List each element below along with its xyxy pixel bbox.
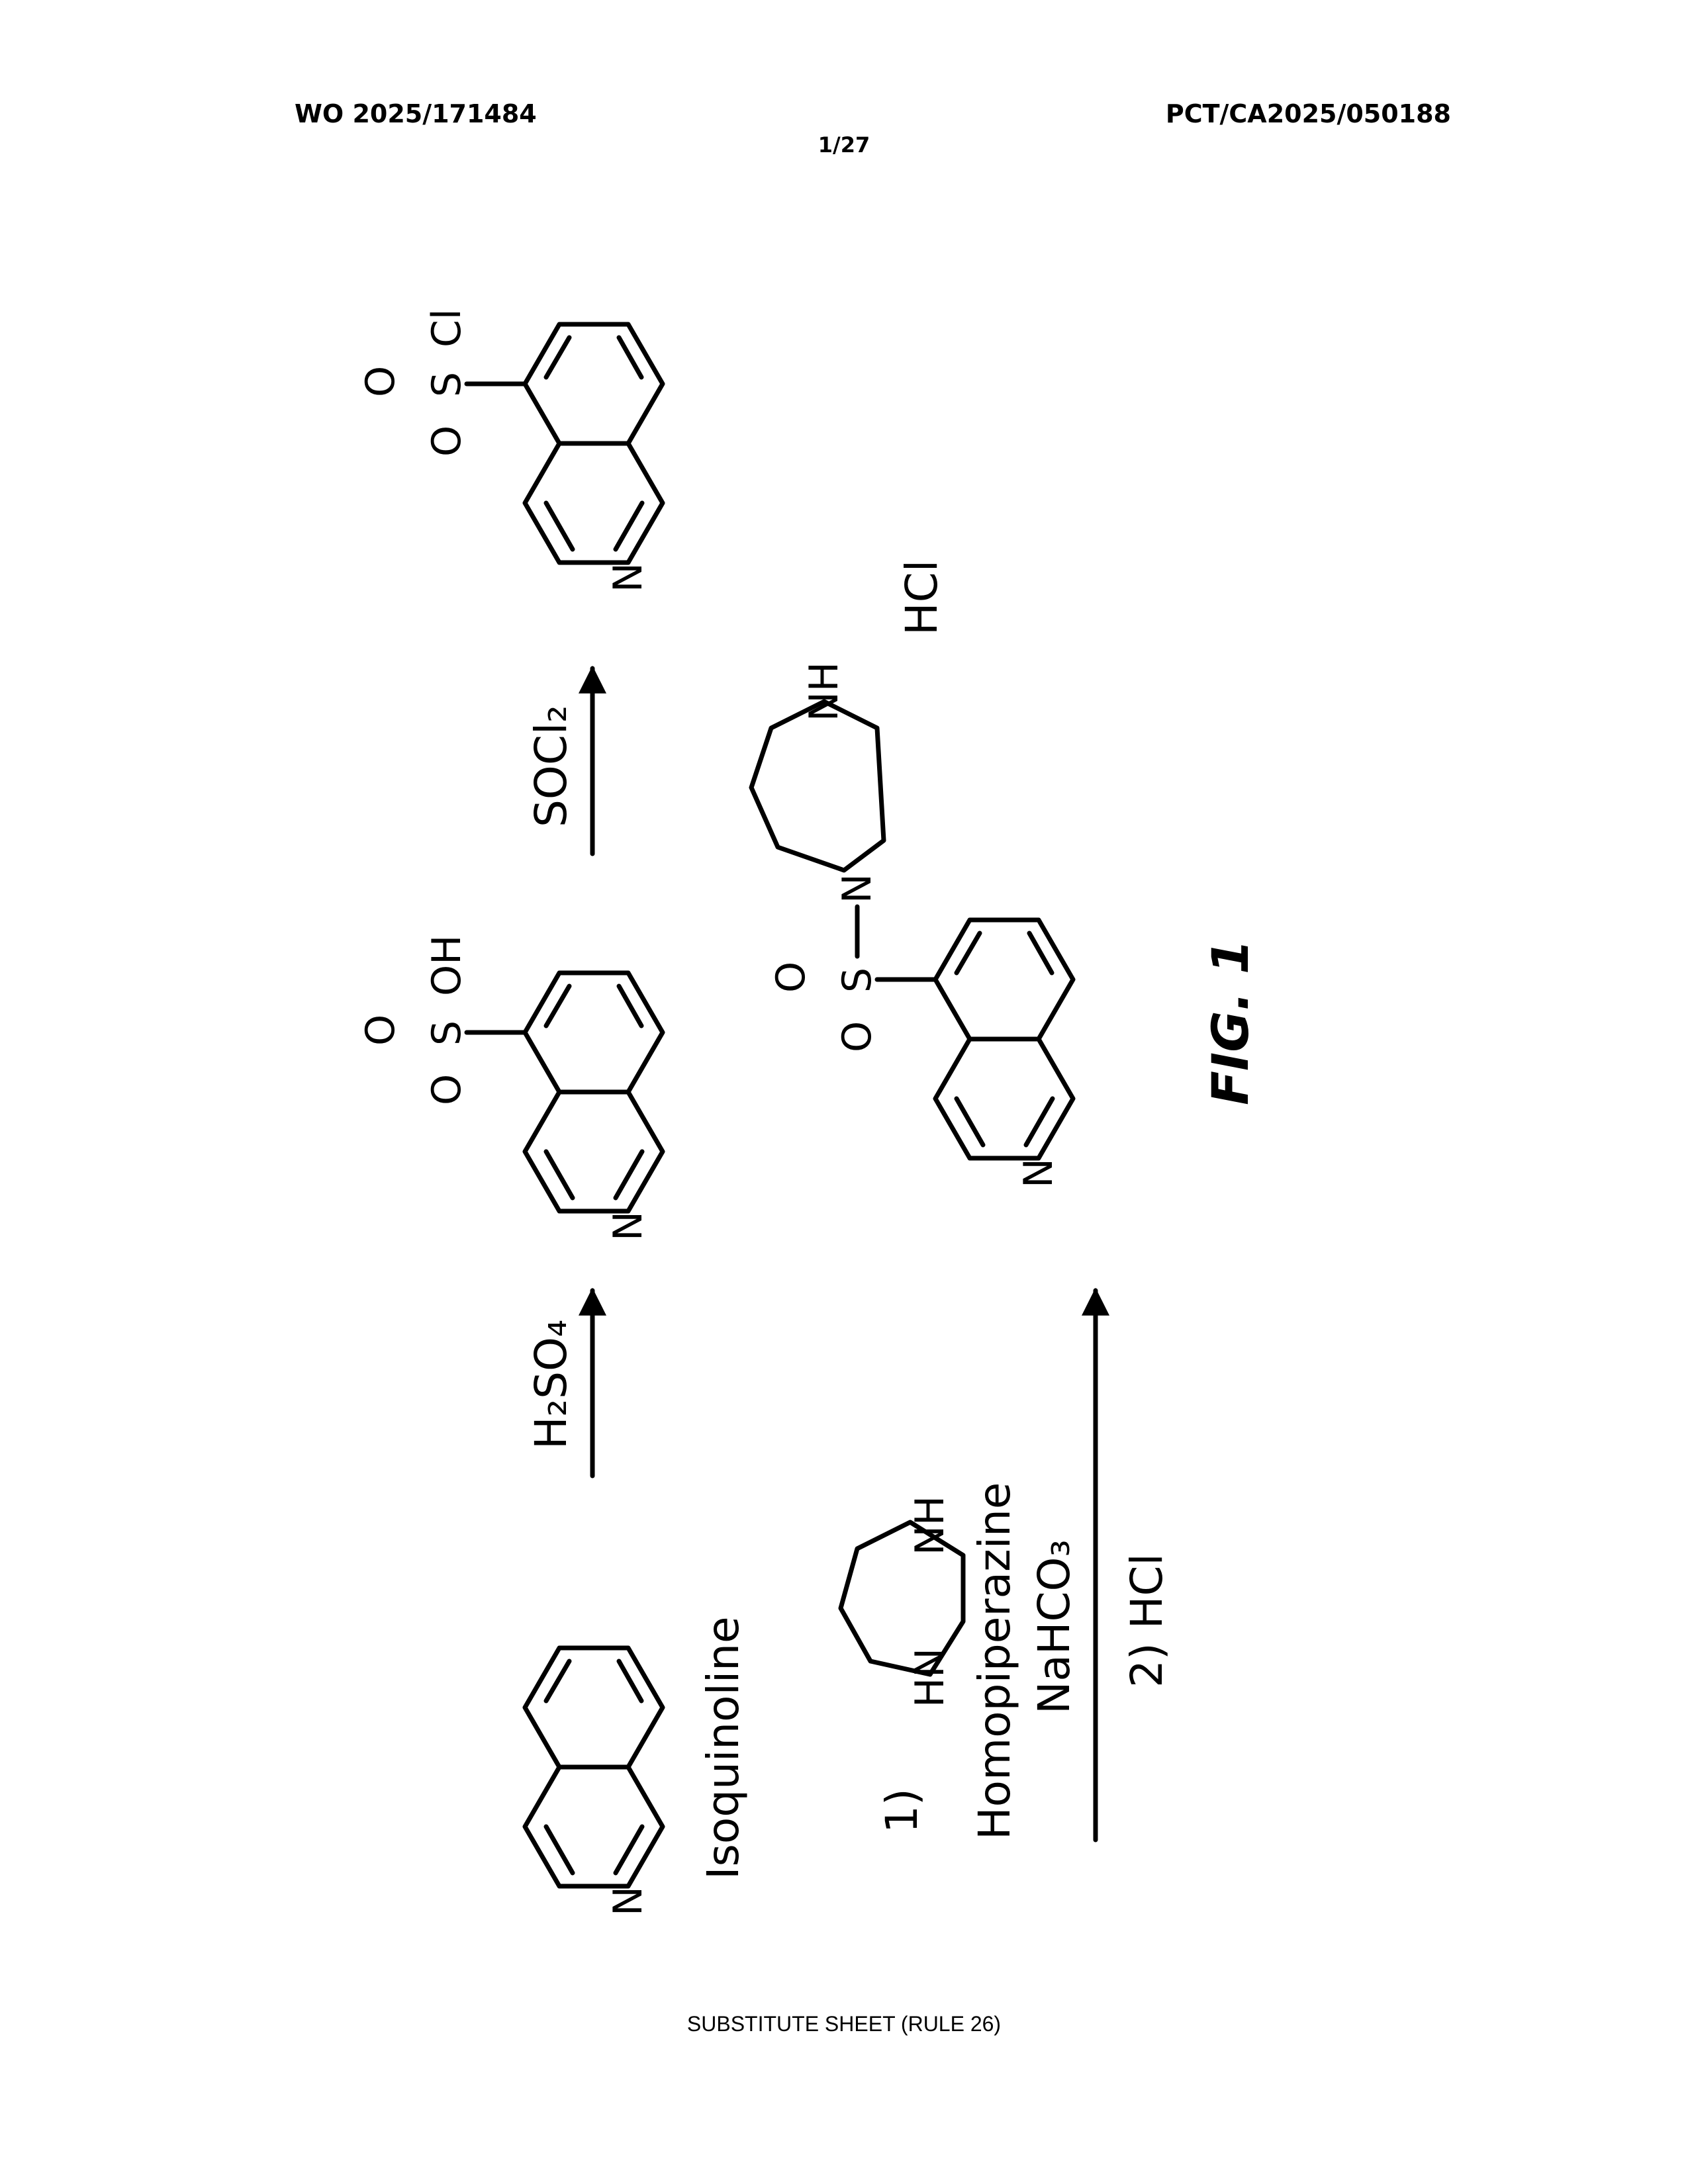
sulfonic-acid-oh: OH <box>424 935 470 996</box>
reagent-socl2: SOCl₂ <box>526 705 577 827</box>
fasudil-structure: N S O O N NH <box>751 662 1073 1188</box>
sulfonyl-chloride-cl: Cl <box>424 308 470 347</box>
fasudil-s-atom: S <box>834 968 880 993</box>
figure-caption: FIG. 1 <box>1201 939 1260 1105</box>
fasudil-o-top: O <box>768 962 814 993</box>
sulfonyl-chloride-n-atom: N <box>605 563 651 592</box>
homopiperazine-label: Homopiperazine <box>969 1482 1020 1840</box>
sulfonic-acid-n-atom: N <box>605 1211 651 1241</box>
sulfonic-acid-o-top: O <box>357 1015 404 1046</box>
step-2-label: 2) HCl <box>1121 1553 1172 1688</box>
reagent-h2so4: H₂SO₄ <box>526 1320 577 1449</box>
sulfonyl-chloride-o-left: O <box>424 426 470 457</box>
reaction-scheme: N Isoquinoline H₂SO₄ N S OH O O SOCl₂ N <box>357 308 1260 1916</box>
homopiperazine-structure: HN NH <box>841 1496 963 1707</box>
footer-text: SUBSTITUTE SHEET (RULE 26) <box>0 2012 1688 2036</box>
fasudil-o-left: O <box>834 1021 880 1052</box>
sulfonic-acid-o-left: O <box>424 1074 470 1105</box>
sulfonyl-chloride-s-atom: S <box>424 372 470 397</box>
sulfonic-acid-structure: N S OH O O <box>357 935 663 1241</box>
sulfonyl-chloride-structure: N S Cl O O <box>357 308 663 592</box>
isoquinoline-n-atom: N <box>605 1886 651 1916</box>
fasudil-n-atom: N <box>1015 1158 1062 1188</box>
fasudil-nh: NH <box>801 662 847 721</box>
fasudil-ring-n: N <box>834 874 880 903</box>
step-1-label: 1) <box>876 1788 927 1833</box>
homopiperazine-nh: NH <box>907 1496 953 1555</box>
sulfonic-acid-s-atom: S <box>424 1021 470 1046</box>
reagent-nahco3: NaHCO₃ <box>1029 1539 1080 1714</box>
hcl-salt-label: HCl <box>896 560 947 635</box>
sulfonyl-chloride-o-top: O <box>357 366 404 397</box>
homopiperazine-hn: HN <box>907 1648 953 1707</box>
isoquinoline-label: Isoquinoline <box>698 1616 749 1880</box>
isoquinoline-structure: N <box>525 1648 663 1916</box>
